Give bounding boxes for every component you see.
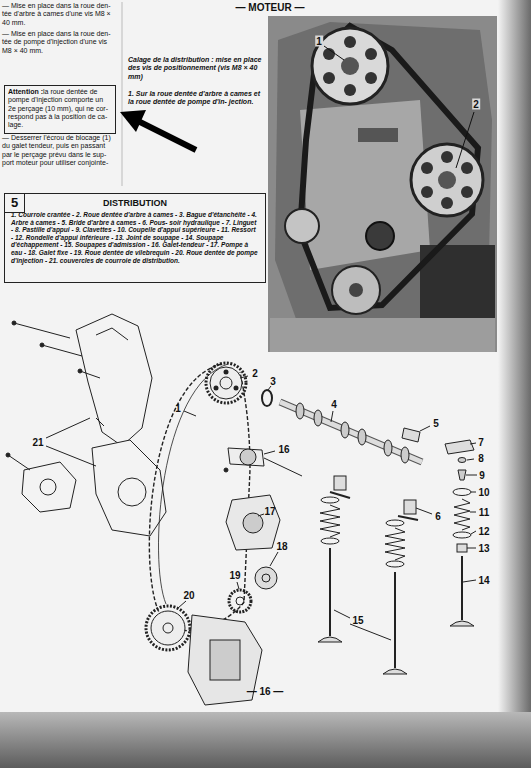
- callout-number: 19: [228, 570, 241, 581]
- callout-number: 1: [315, 36, 323, 47]
- callout-number: 1: [174, 403, 182, 414]
- box-heading: Attention :: [8, 88, 43, 95]
- box-text: 1. Courroie crantée - 2. Roue dentée d'a…: [11, 211, 259, 264]
- callout-number: 18: [275, 541, 288, 552]
- callout-number: 14: [477, 575, 490, 586]
- engine-photo: [268, 16, 497, 352]
- photo-caption: Calage de la distribution : mise en plac…: [128, 56, 266, 81]
- callout-number: 11: [478, 507, 491, 518]
- callout-number: 21: [31, 437, 44, 448]
- instruction-text: — Mise en place dans la roue den- tée de…: [2, 30, 116, 55]
- callout-number: 15: [351, 615, 364, 626]
- instruction-text: — Desserrer l'écrou de blocage (1) du ga…: [2, 134, 116, 167]
- page-number: — 16 —: [210, 686, 320, 698]
- page-header: — MOTEUR —: [200, 2, 340, 14]
- instruction-text: — Mise en place dans la roue den- tée d'…: [2, 2, 116, 27]
- callout-number: 2: [251, 368, 259, 379]
- callout-number: 8: [477, 453, 485, 464]
- section-number-box: 5: [4, 193, 25, 213]
- callout-number: 17: [263, 506, 276, 517]
- exploded-view: [6, 314, 477, 705]
- box-heading: DISTRIBUTION: [11, 197, 259, 209]
- callout-number: 7: [477, 437, 485, 448]
- column-rule: [122, 2, 123, 186]
- callout-number: 5: [432, 418, 440, 429]
- callout-number: 13: [477, 543, 490, 554]
- callout-number: 9: [478, 470, 486, 481]
- box-text: 5: [5, 194, 24, 211]
- callout-number: 10: [477, 487, 490, 498]
- callout-number: 12: [477, 526, 490, 537]
- scan-shadow: [498, 0, 531, 768]
- callout-number: 2: [472, 99, 480, 110]
- photo-caption: 1. Sur la roue dentée d'arbre à cames et…: [128, 90, 266, 107]
- callout-number: 20: [182, 590, 195, 601]
- callout-number: 4: [330, 399, 338, 410]
- parts-key-box: DISTRIBUTION 1. Courroie crantée - 2. Rou…: [4, 193, 266, 283]
- pointer-arrow: [120, 110, 196, 150]
- callout-number: 16: [277, 444, 290, 455]
- warning-box: Attention :la roue dentée de pompe d'inj…: [4, 85, 116, 134]
- callout-number: 6: [434, 511, 442, 522]
- callout-number: 3: [269, 376, 277, 387]
- scan-band: [0, 712, 531, 768]
